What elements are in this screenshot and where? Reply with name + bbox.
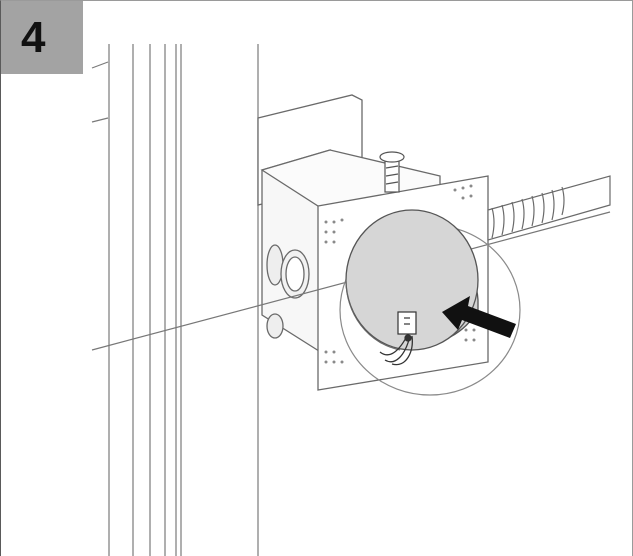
cable-wires xyxy=(379,333,413,366)
insert-arrow xyxy=(442,296,516,338)
screw xyxy=(379,151,405,193)
wall-studs xyxy=(91,44,259,556)
conduit xyxy=(487,175,611,241)
step-number-badge: 4 xyxy=(1,1,83,74)
cover-tab xyxy=(397,311,417,335)
box-perforations xyxy=(324,184,476,364)
